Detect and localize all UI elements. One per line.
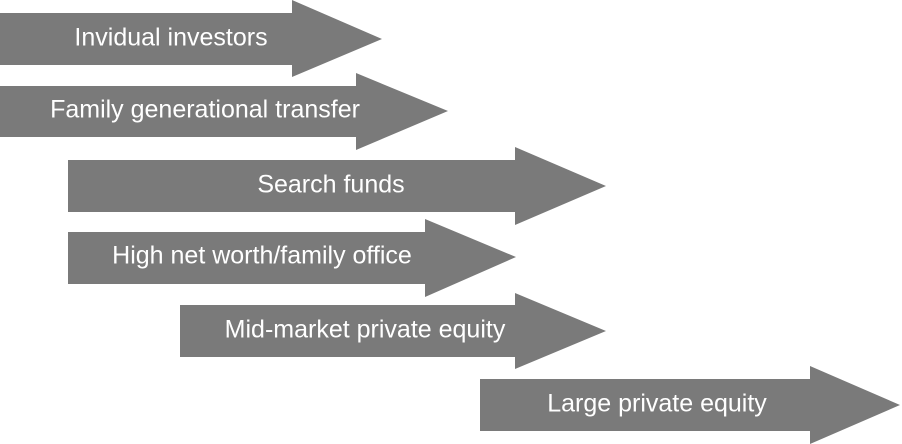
arrow-shape <box>68 219 516 297</box>
arrow-high-net-worth: High net worth/family office <box>68 219 516 297</box>
arrow-label: Invidual investors <box>74 24 267 52</box>
arrow-label: Large private equity <box>547 390 767 418</box>
arrow-label: Mid-market private equity <box>225 316 506 344</box>
arrow-shape <box>0 73 448 150</box>
arrow-large-private-equity: Large private equity <box>480 366 900 444</box>
arrow-mid-market-private-equity: Mid-market private equity <box>180 293 606 369</box>
arrow-search-funds: Search funds <box>68 147 606 225</box>
arrow-shape <box>480 366 900 444</box>
arrow-shape <box>0 0 382 77</box>
arrow-label: Search funds <box>257 171 404 199</box>
arrow-shape <box>68 147 606 225</box>
arrow-family-generational-transfer: Family generational transfer <box>0 73 448 150</box>
arrow-shape <box>180 293 606 369</box>
arrow-label: Family generational transfer <box>50 96 360 124</box>
arrow-label: High net worth/family office <box>112 242 412 270</box>
arrow-individual-investors: Invidual investors <box>0 0 382 77</box>
